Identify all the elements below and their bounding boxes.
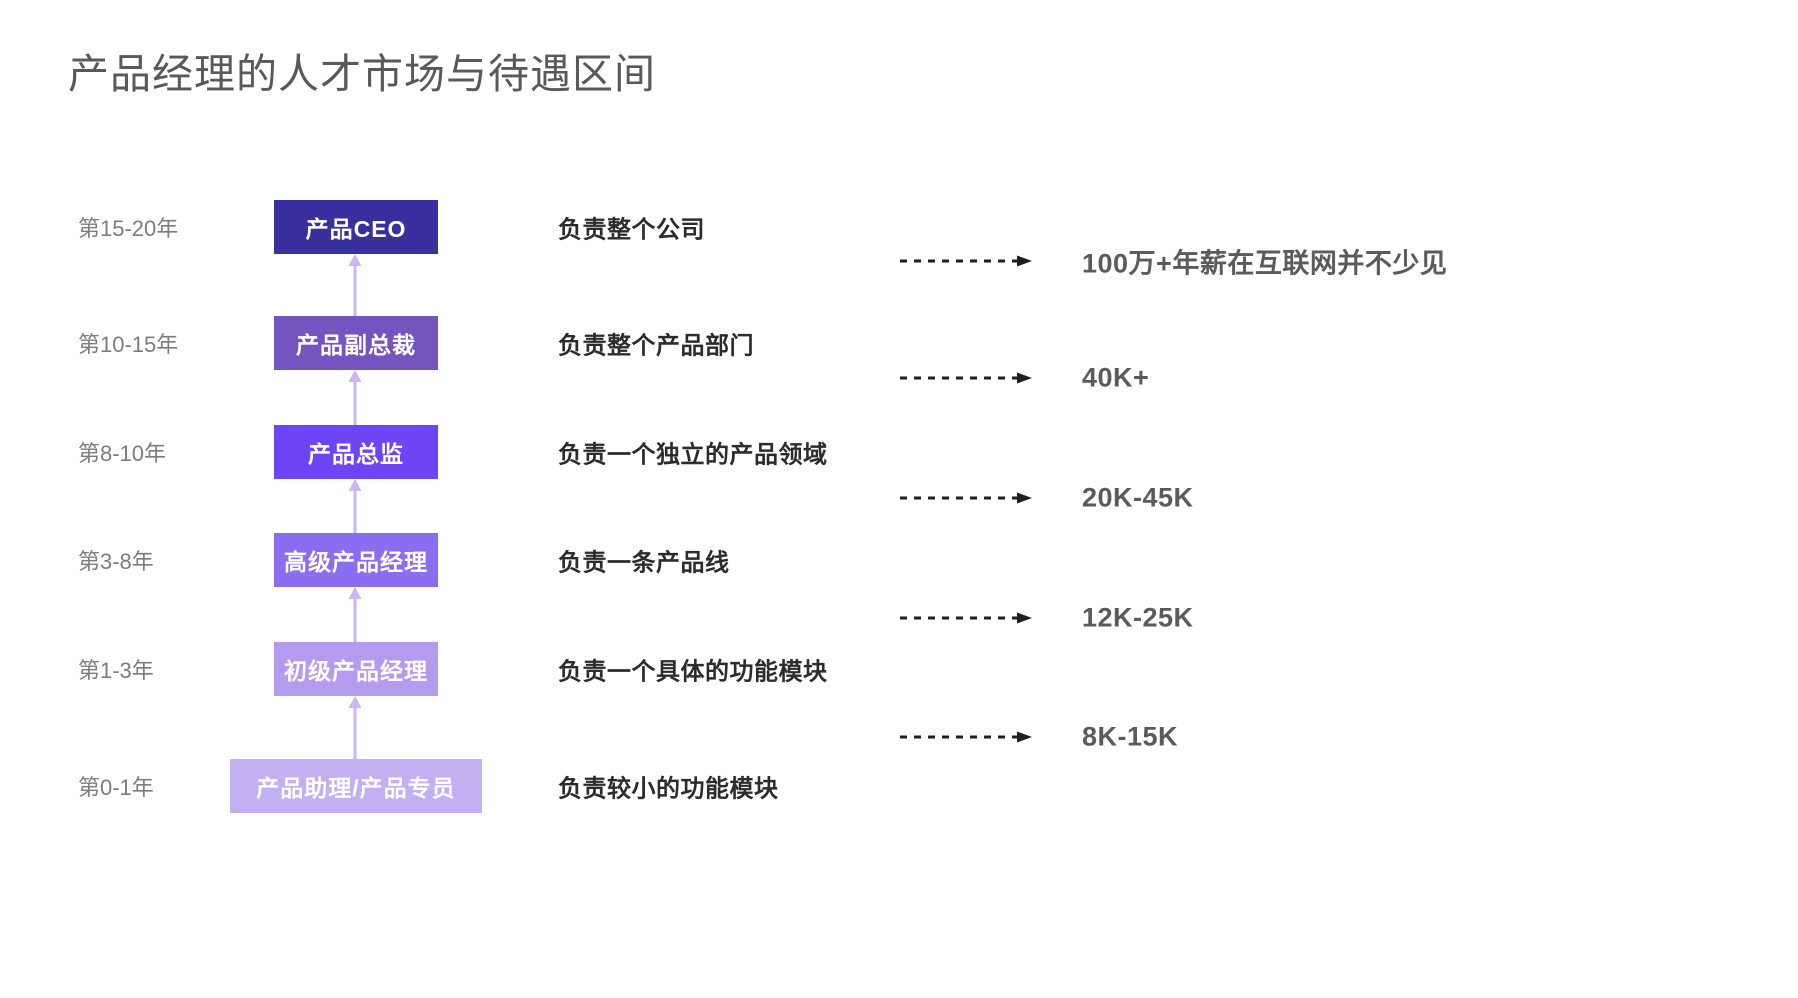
salary-value: 12K-25K: [1082, 602, 1194, 633]
responsibility-text: 负责一条产品线: [558, 549, 730, 577]
responsibility-text: 负责一个具体的功能模块: [558, 658, 828, 686]
dashed-arrow-right-icon: [900, 490, 1032, 506]
responsibility-text: 负责整个产品部门: [558, 332, 754, 360]
year-range-label: 第3-8年: [78, 549, 154, 574]
promotion-arrow-up-icon: [342, 696, 368, 759]
dashed-arrow-right-icon: [900, 610, 1032, 626]
promotion-arrow-up-icon: [342, 370, 368, 425]
promotion-arrow-up-icon: [342, 254, 368, 316]
salary-value: 20K-45K: [1082, 482, 1194, 513]
year-range-label: 第1-3年: [78, 658, 154, 683]
responsibility-text: 负责较小的功能模块: [558, 775, 779, 803]
responsibility-text: 负责整个公司: [558, 216, 705, 244]
role-box[interactable]: 初级产品经理: [274, 642, 438, 696]
salary-value: 100万+年薪在互联网并不少见: [1082, 248, 1448, 279]
year-range-label: 第0-1年: [78, 775, 154, 800]
role-box[interactable]: 产品副总裁: [274, 316, 438, 370]
year-range-label: 第8-10年: [78, 441, 167, 466]
year-range-label: 第15-20年: [78, 216, 179, 241]
role-box[interactable]: 产品总监: [274, 425, 438, 479]
promotion-arrow-up-icon: [342, 587, 368, 642]
page-title: 产品经理的人才市场与待遇区间: [68, 51, 656, 97]
dashed-arrow-right-icon: [900, 253, 1032, 269]
year-range-label: 第10-15年: [78, 332, 179, 357]
role-box[interactable]: 高级产品经理: [274, 533, 438, 587]
role-box[interactable]: 产品CEO: [274, 200, 438, 254]
dashed-arrow-right-icon: [900, 729, 1032, 745]
role-box[interactable]: 产品助理/产品专员: [230, 759, 482, 813]
salary-value: 8K-15K: [1082, 721, 1179, 752]
salary-value: 40K+: [1082, 362, 1150, 393]
responsibility-text: 负责一个独立的产品领域: [558, 441, 828, 469]
dashed-arrow-right-icon: [900, 370, 1032, 386]
promotion-arrow-up-icon: [342, 479, 368, 533]
